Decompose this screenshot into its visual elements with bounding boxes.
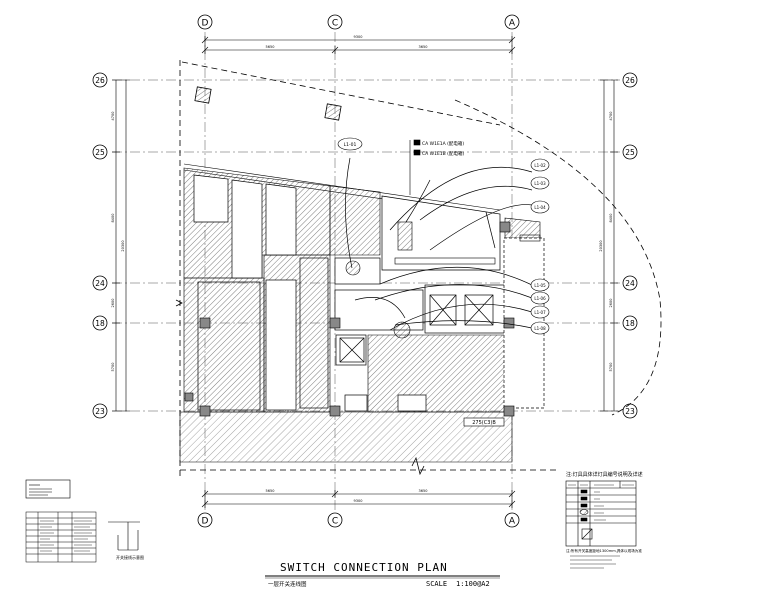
dimension-left xyxy=(112,79,130,412)
dim-left-3: 2600 xyxy=(111,299,115,308)
structural-columns xyxy=(184,221,515,417)
switch-wiring-diagram xyxy=(108,521,140,551)
grid-bubble-a-bottom: A xyxy=(504,512,520,528)
svg-text:26: 26 xyxy=(95,76,105,85)
svg-text:23: 23 xyxy=(625,407,635,416)
dimension-top xyxy=(201,36,516,54)
grid-bubble-18-left: 18 xyxy=(92,315,108,331)
svg-text:L1-03: L1-03 xyxy=(534,181,546,186)
dim-top-total: 9300 xyxy=(354,35,363,39)
svg-text:D: D xyxy=(202,517,209,527)
circuit-tag-l1-05: L1-05 xyxy=(530,278,550,292)
legend-right-caption: 注:所有开关高度距地1300mm,具体以现场为准 xyxy=(566,548,642,553)
legend-right-table xyxy=(565,480,637,547)
svg-text:L1-05: L1-05 xyxy=(534,283,546,288)
svg-text:26: 26 xyxy=(625,76,635,85)
svg-text:23: 23 xyxy=(95,407,105,416)
svg-text:L1-02: L1-02 xyxy=(534,163,546,168)
grid-bubble-24-right: 24 xyxy=(622,275,638,291)
dim-left-2: 8400 xyxy=(111,214,115,223)
grid-bubble-c-bottom: C xyxy=(327,512,343,528)
grid-bubble-d-top: D xyxy=(197,14,213,30)
dim-right-3: 2600 xyxy=(609,299,613,308)
boundary-dashed xyxy=(179,60,662,480)
drawing-title: SWITCH CONNECTION PLAN xyxy=(280,561,448,574)
dimension-right xyxy=(600,79,618,412)
grid-bubble-23-right: 23 xyxy=(622,403,638,419)
break-symbol-left xyxy=(175,299,183,307)
grid-bubble-18-right: 18 xyxy=(622,315,638,331)
grid-bubble-26-right: 26 xyxy=(622,72,638,88)
scale-label: SCALE xyxy=(426,580,447,588)
wiring-arcs xyxy=(345,157,533,331)
legend-left-notes-box xyxy=(25,479,71,499)
legend-right-header: 注:灯具具体详灯具编号说明及详述 xyxy=(566,471,643,478)
scale-value: 1:100@A2 xyxy=(456,580,490,588)
dim-left-1: 4700 xyxy=(111,112,115,121)
circuit-tag-l1-06: L1-06 xyxy=(530,291,550,305)
column-26-c xyxy=(324,103,342,121)
dim-top-seg-1: 5650 xyxy=(266,45,275,49)
drawing-subtitle: 一层开关连线图 xyxy=(268,580,307,588)
elevator-shafts xyxy=(339,294,494,363)
circuit-tag-l1-04: L1-04 xyxy=(530,200,550,214)
dimension-bottom xyxy=(201,490,516,508)
dim-bottom-seg-1: 5650 xyxy=(266,489,275,493)
svg-text:L1-01: L1-01 xyxy=(344,142,357,148)
svg-text:25: 25 xyxy=(625,148,635,157)
svg-text:L1-06: L1-06 xyxy=(534,296,546,301)
svg-text:C: C xyxy=(332,517,338,527)
dim-bottom-total: 9300 xyxy=(354,499,363,503)
dim-right-2: 8400 xyxy=(609,214,613,223)
grid-bubble-c-top: C xyxy=(327,14,343,30)
svg-text:18: 18 xyxy=(95,319,105,328)
wiring-diagram-caption: 开关接线示意图 xyxy=(116,554,144,560)
svg-text:D: D xyxy=(202,19,209,29)
grid-bubble-d-bottom: D xyxy=(197,512,213,528)
grid-bubble-26-left: 26 xyxy=(92,72,108,88)
legend-right-notes xyxy=(570,555,620,569)
grid-bubble-25-right: 25 xyxy=(622,144,638,160)
circuit-tag-l1-02: L1-02 xyxy=(530,158,550,172)
svg-text:L1-07: L1-07 xyxy=(534,310,546,315)
svg-text:24: 24 xyxy=(95,279,105,288)
grid-bubble-a-top: A xyxy=(504,14,520,30)
svg-text:24: 24 xyxy=(625,279,635,288)
svg-text:A: A xyxy=(509,517,516,527)
svg-text:A: A xyxy=(509,19,516,29)
circuit-tag-l1-03: L1-03 xyxy=(530,176,550,190)
dim-right-total: 20300 xyxy=(599,240,603,251)
panel-note-1: CA W1E1A (配电箱) xyxy=(422,140,464,147)
svg-text:L1-08: L1-08 xyxy=(534,326,546,331)
light-fixtures xyxy=(345,221,541,339)
column-26-d xyxy=(194,86,212,104)
grid-bubble-24-left: 24 xyxy=(92,275,108,291)
dim-top-seg-2: 3650 xyxy=(419,45,428,49)
grid-bubble-23-left: 23 xyxy=(92,403,108,419)
svg-text:18: 18 xyxy=(625,319,635,328)
dim-left-total: 20300 xyxy=(121,240,125,251)
rooms xyxy=(193,174,545,412)
elevation-tag-box xyxy=(463,417,505,427)
elevation-tag: 275(C3)B xyxy=(472,420,496,426)
dim-left-4: 5700 xyxy=(111,363,115,372)
dim-right-1: 4700 xyxy=(609,112,613,121)
panel-note-leader xyxy=(409,139,421,195)
dim-bottom-seg-2: 3650 xyxy=(419,489,428,493)
svg-text:L1-04: L1-04 xyxy=(534,205,546,210)
dim-right-4: 5700 xyxy=(609,363,613,372)
legend-left-table xyxy=(25,511,97,563)
svg-text:25: 25 xyxy=(95,148,105,157)
circuit-tag-l1-01: L1-01 xyxy=(337,137,363,151)
circuit-tag-l1-07: L1-07 xyxy=(530,305,550,319)
svg-text:C: C xyxy=(332,19,338,29)
panel-note-2: CA W1E1B (配电箱) xyxy=(422,150,464,157)
grid-bubble-25-left: 25 xyxy=(92,144,108,160)
circuit-tag-l1-08: L1-08 xyxy=(530,321,550,335)
